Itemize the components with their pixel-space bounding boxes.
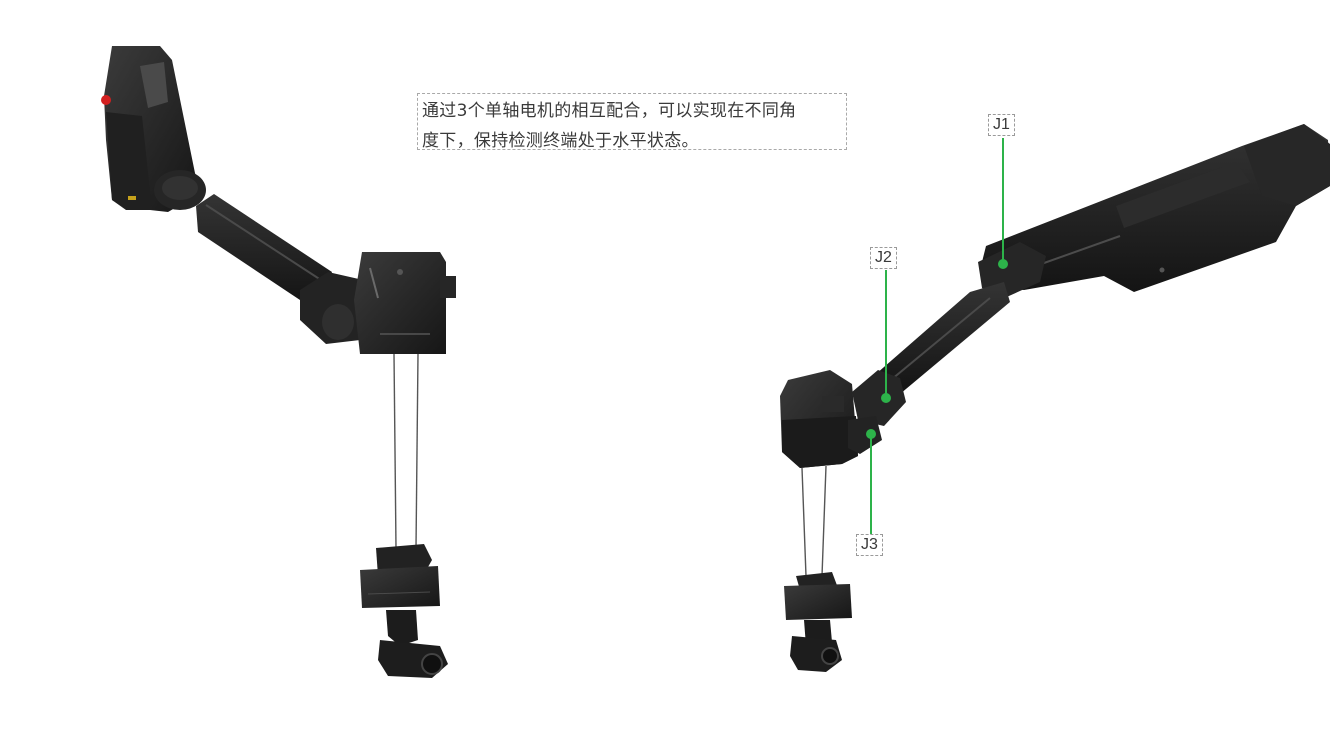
left-payload-body [360, 566, 440, 608]
j3-marker-dot [866, 429, 876, 439]
right-j2-joint [852, 370, 906, 426]
left-mount-panel [106, 112, 152, 210]
left-robot-arm [101, 46, 456, 678]
right-payload-body [784, 584, 852, 620]
right-head-slot [822, 396, 844, 412]
right-head-lower [782, 416, 858, 468]
left-head-box [354, 252, 446, 354]
left-camera-lens [421, 653, 443, 675]
j1-marker-dot [998, 259, 1008, 269]
right-upper-arm-dot [1159, 267, 1165, 273]
joint-leaders [866, 138, 1008, 534]
left-payload-line [367, 591, 431, 595]
left-yellow-mark [128, 196, 136, 200]
left-tether-1 [393, 353, 397, 549]
left-head-lens [397, 269, 403, 275]
right-tether-1 [801, 467, 807, 577]
left-head-side [440, 276, 456, 298]
caption-line-1: 通过3个单轴电机的相互配合，可以实现在不同角 [422, 101, 797, 121]
right-upper-arm-end [1244, 124, 1330, 206]
j2-marker-dot [881, 393, 891, 403]
joint-label-j1: J1 [988, 114, 1015, 136]
right-camera-lens [821, 647, 839, 665]
joint-label-j2: J2 [870, 247, 897, 269]
right-upper-arm-panel [1116, 162, 1250, 228]
right-upper-arm-edge [1029, 235, 1121, 269]
left-shoulder-cap [162, 176, 198, 200]
caption-line-2: 度下，保持检测终端处于水平状态。 [422, 131, 699, 151]
left-red-button [101, 95, 111, 105]
right-tether-2 [821, 465, 827, 577]
left-tether-2 [415, 353, 419, 549]
left-gimbal-arm [386, 610, 418, 646]
joint-label-j3: J3 [856, 534, 883, 556]
description-caption: 通过3个单轴电机的相互配合，可以实现在不同角 度下，保持检测终端处于水平状态。 [417, 93, 847, 151]
right-robot-arm [780, 124, 1330, 672]
right-mid-arm-edge [885, 297, 991, 385]
left-mount-bracket [140, 62, 168, 108]
left-elbow-cap [322, 304, 354, 340]
left-head-highlight [369, 267, 379, 299]
left-arm-edge [205, 204, 325, 283]
right-j3-joint [848, 416, 882, 454]
